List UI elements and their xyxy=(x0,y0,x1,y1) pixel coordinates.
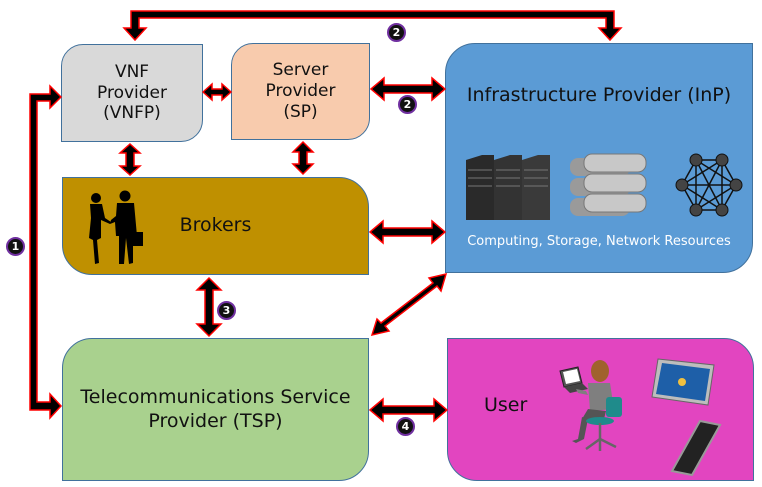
handshake-people-icon xyxy=(89,190,143,264)
brokers-node: Brokers xyxy=(62,177,369,275)
user-node: User xyxy=(447,338,754,481)
arrow-inp-tsp-diagonal xyxy=(370,272,448,337)
smartphone-icon xyxy=(670,419,722,477)
arrow-sp-brokers xyxy=(291,140,315,176)
server-rack-icon xyxy=(466,155,550,220)
infrastructure-provider-node: Infrastructure Provider (InP) xyxy=(445,43,753,273)
vnf-provider-label: VNF Provider (VNFP) xyxy=(97,61,167,124)
step-badge-2-mid: 2 xyxy=(398,95,417,114)
arrow-tsp-vnfp-left xyxy=(29,84,63,420)
tsp-node: Telecommunications Service Provider (TSP… xyxy=(62,338,369,481)
step-badge-4: 4 xyxy=(396,417,415,436)
arrow-brokers-inp xyxy=(368,219,447,245)
tablet-icon xyxy=(651,358,715,406)
server-provider-node: Server Provider (SP) xyxy=(231,43,370,140)
infrastructure-resources-label: Computing, Storage, Network Resources xyxy=(467,234,731,249)
arrow-vnfp-sp xyxy=(201,82,233,102)
network-mesh-icon xyxy=(675,153,743,217)
user-label: User xyxy=(484,394,528,416)
brokers-label: Brokers xyxy=(179,214,252,237)
server-provider-label: Server Provider (SP) xyxy=(265,60,336,122)
step-badge-2-top: 2 xyxy=(387,23,406,42)
infrastructure-provider-label: Infrastructure Provider (InP) xyxy=(466,84,732,106)
arrow-vnfp-brokers xyxy=(118,142,142,177)
step-badge-1: 1 xyxy=(6,237,25,256)
step-badge-3: 3 xyxy=(217,301,236,320)
storage-database-icon xyxy=(570,153,647,216)
vnf-provider-node: VNF Provider (VNFP) xyxy=(61,44,203,142)
woman-laptop-icon xyxy=(559,360,622,451)
tsp-label: Telecommunications Service Provider (TSP… xyxy=(80,386,351,432)
arrow-inp-vnfp-top xyxy=(122,10,623,42)
